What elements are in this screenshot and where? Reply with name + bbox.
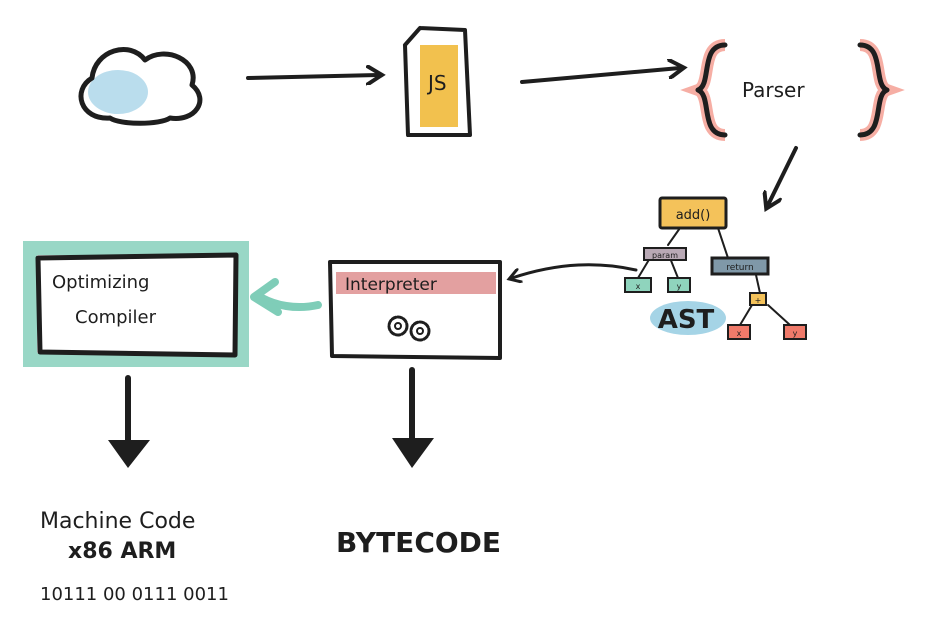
machine-code-binary: 10111 00 0111 0011 [40, 584, 229, 605]
parser: Parser [680, 39, 905, 141]
machine-code-arch: x86 ARM [68, 539, 176, 564]
arrow-ast-to-interpreter [512, 263, 638, 278]
arrow-compiler-to-machine-code [108, 375, 150, 468]
arrow-interpreter-to-bytecode [392, 367, 434, 468]
arrow-parser-to-ast [768, 146, 798, 205]
arrow-js-to-parser [520, 68, 680, 84]
arrow-cloud-to-js [246, 75, 378, 78]
interpreter-label: Interpreter [345, 275, 437, 295]
ast-return: return [726, 263, 754, 273]
machine-code-label: Machine Code [40, 509, 195, 534]
ast-tree: add() param return x y + x y AST [624, 196, 807, 340]
ast-param-y: y [677, 282, 682, 291]
ast-op-x: x [737, 329, 742, 338]
gears-icon [387, 315, 431, 342]
arrowhead-teal [250, 278, 282, 316]
js-label: JS [426, 71, 447, 95]
compiler-label-line1: Optimizing [52, 272, 149, 293]
ast-op-y: y [793, 329, 798, 338]
ast-op: + [755, 296, 762, 305]
compiler-label-line2: Compiler [75, 307, 157, 328]
ast-param-x: x [636, 282, 641, 291]
js-file: JS [403, 26, 472, 137]
ast-label: AST [658, 305, 715, 335]
ast-root: add() [676, 208, 711, 223]
bytecode-label: BYTECODE [336, 526, 501, 559]
ast-param: param [652, 251, 678, 260]
parser-label: Parser [742, 78, 805, 102]
optimizing-compiler: Optimizing Compiler [23, 241, 249, 367]
cloud-icon [78, 47, 203, 126]
interpreter: Interpreter [328, 260, 502, 360]
